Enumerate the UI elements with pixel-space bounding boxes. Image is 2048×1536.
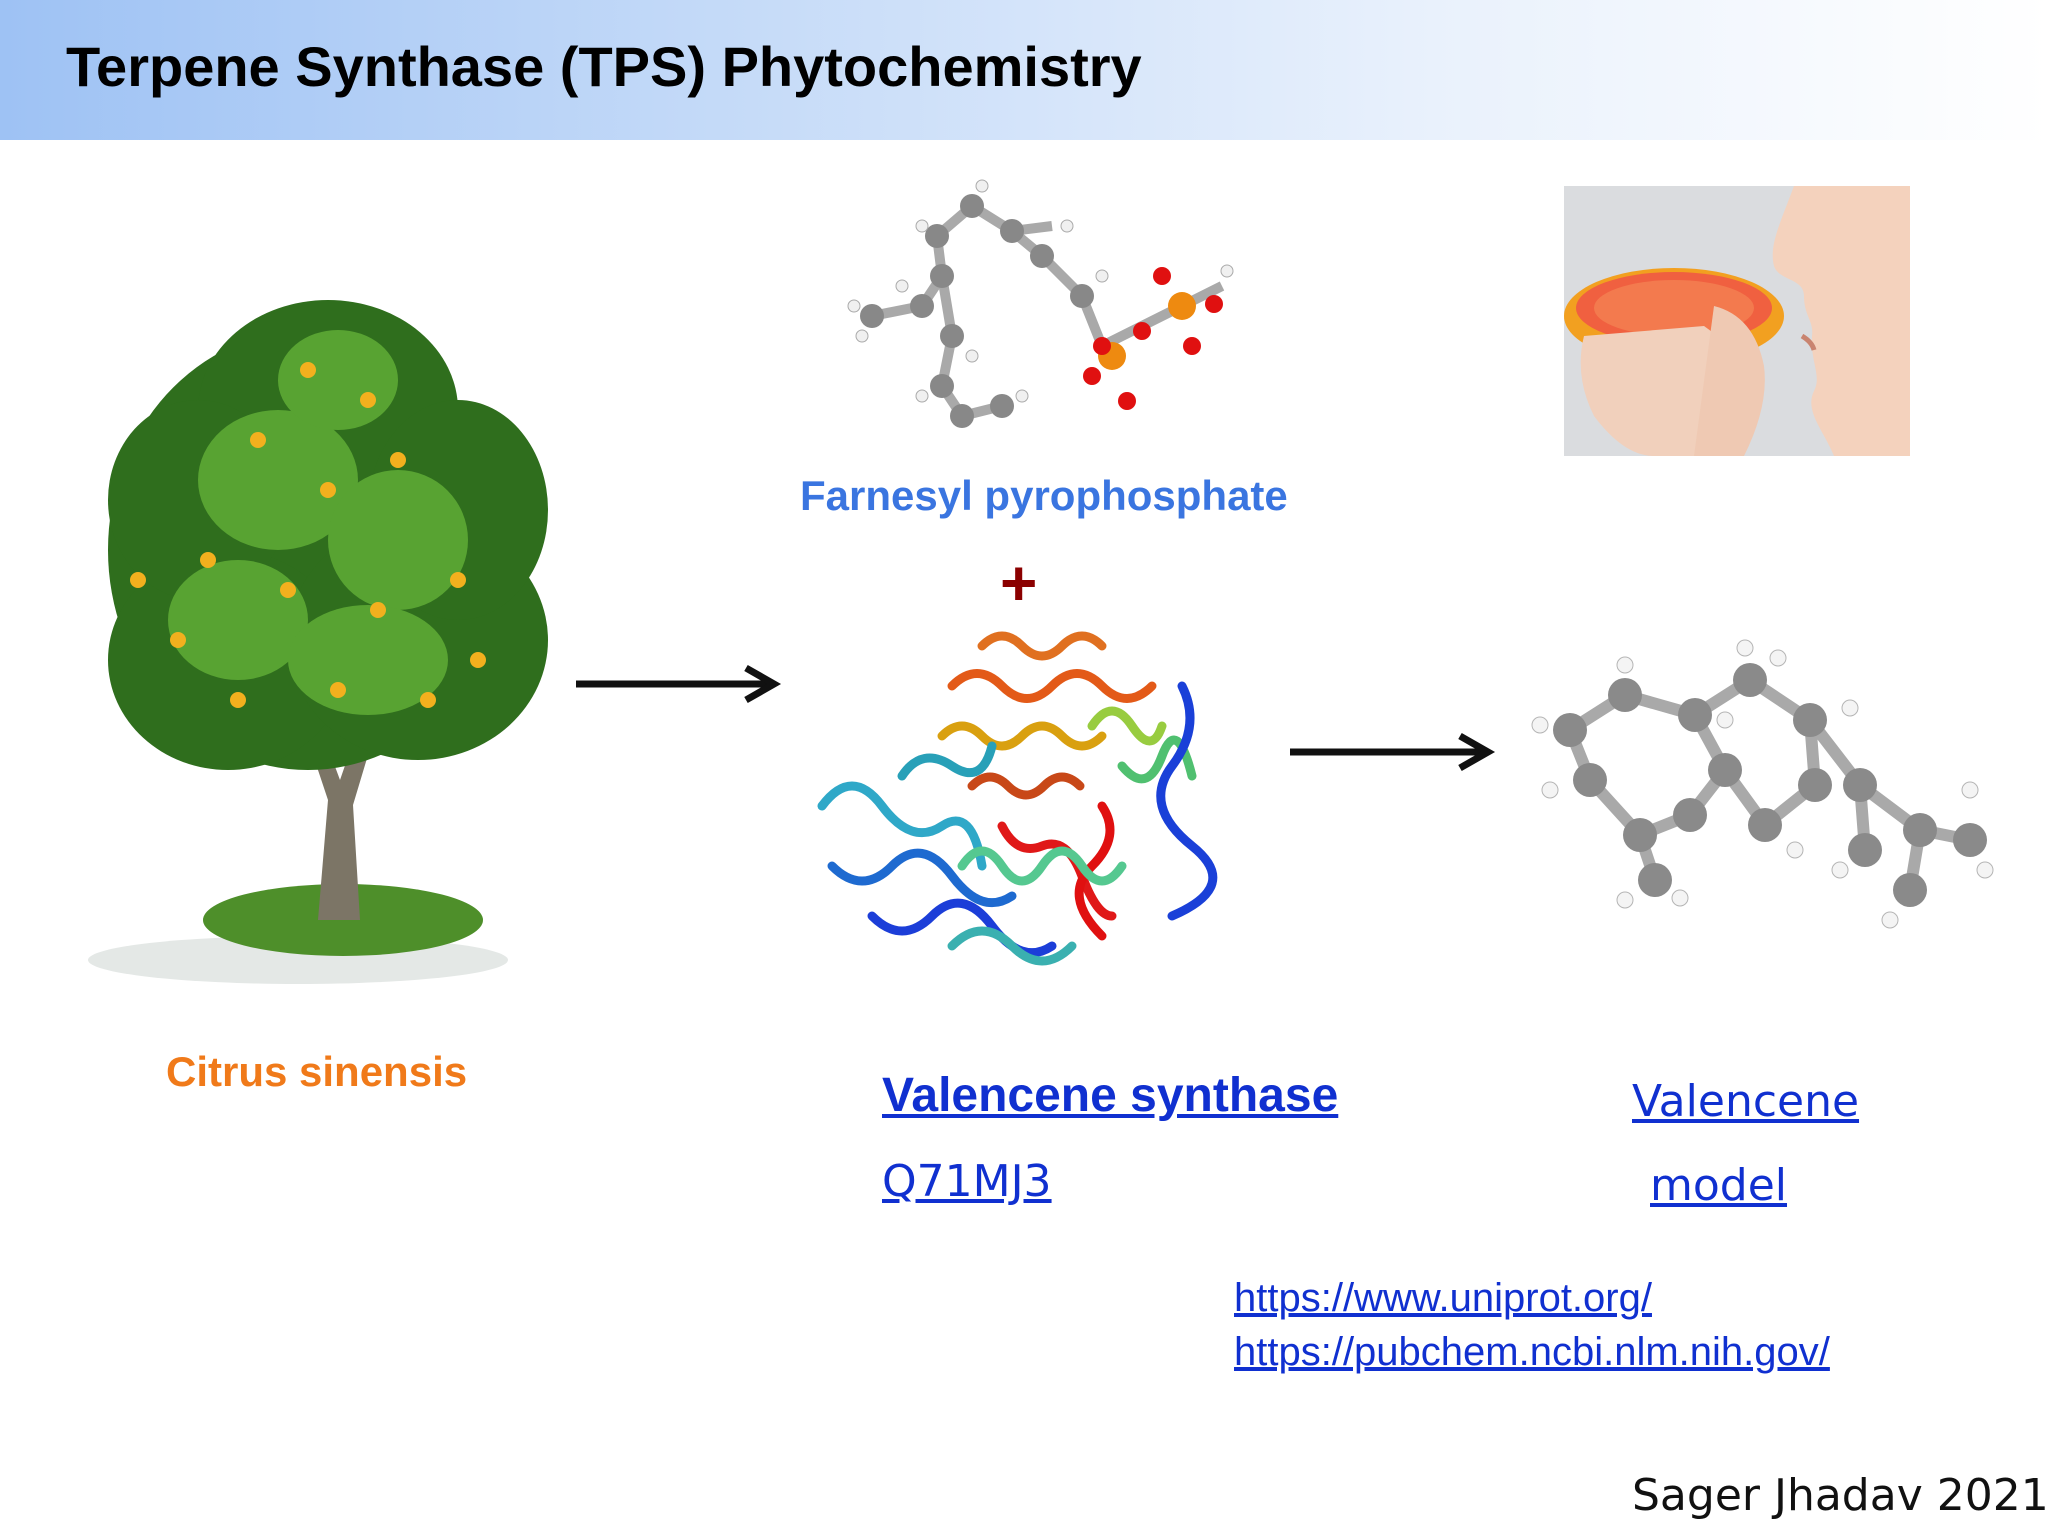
orange-tree-image <box>88 300 548 984</box>
valencene-molecule-image <box>1531 639 1994 929</box>
fpp-label: Farnesyl pyrophosphate <box>800 472 1288 519</box>
page-title: Terpene Synthase (TPS) Phytochemistry <box>66 35 1142 98</box>
arrow-tree-to-enzyme <box>576 664 782 704</box>
citrus-label: Citrus sinensis <box>166 1048 468 1095</box>
valencene-synthase-link[interactable]: Valencene synthase <box>882 1069 1339 1122</box>
pubchem-link[interactable]: https://pubchem.ncbi.nlm.nih.gov/ <box>1234 1330 1830 1374</box>
person-smelling-orange-photo <box>1564 186 1910 456</box>
plus-sign: + <box>1000 547 1038 619</box>
author-credit: Sager Jhadav 2021 <box>1632 1470 2048 1521</box>
protein-structure-image <box>817 631 1218 966</box>
accession-link[interactable]: Q71MJ3 <box>882 1156 1052 1207</box>
arrow-enzyme-to-product <box>1290 732 1496 772</box>
valencene-link[interactable]: Valencene <box>1632 1076 1860 1127</box>
model-link[interactable]: model <box>1650 1160 1788 1211</box>
fpp-molecule-image <box>847 179 1234 428</box>
uniprot-link[interactable]: https://www.uniprot.org/ <box>1234 1276 1652 1320</box>
title-bar <box>0 0 2048 140</box>
